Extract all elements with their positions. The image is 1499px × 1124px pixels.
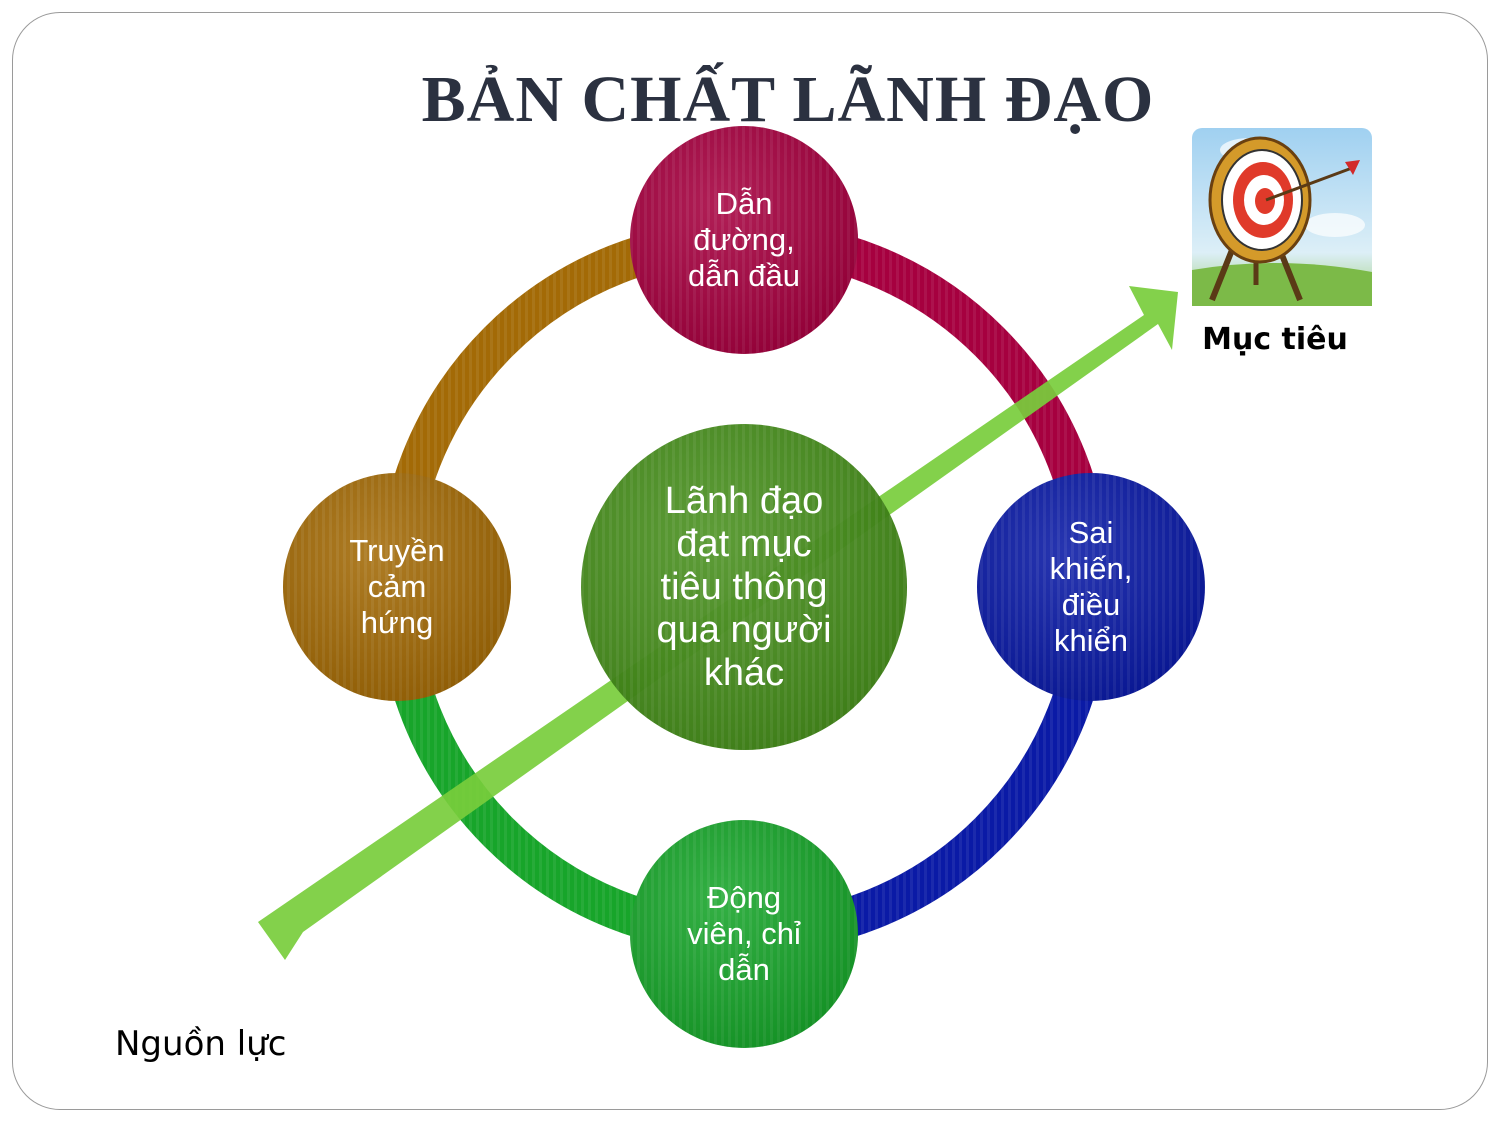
node-bottom-circle	[630, 820, 858, 1048]
node-left-circle	[283, 473, 511, 701]
center-label: Lãnh đạo đạt mục tiêu thông qua người kh…	[656, 479, 832, 694]
slide-title: BẢN CHẤT LÃNH ĐẠO	[421, 63, 1155, 136]
node-top-label: Dẫn đường, dẫn đầu	[687, 186, 801, 293]
goal-label: Mục tiêu	[1202, 322, 1348, 357]
node-left-label: Truyền cảm hứng	[349, 533, 445, 640]
node-right-circle	[977, 473, 1205, 701]
center-circle	[581, 424, 907, 750]
node-right-label: Sai khiến, điều khiển	[1049, 515, 1133, 658]
node-top-circle	[630, 126, 858, 354]
archery-target-icon	[1192, 128, 1372, 306]
resource-label: Nguồn lực	[115, 1024, 287, 1064]
node-bottom-label: Động viên, chỉ dẫn	[687, 880, 801, 987]
